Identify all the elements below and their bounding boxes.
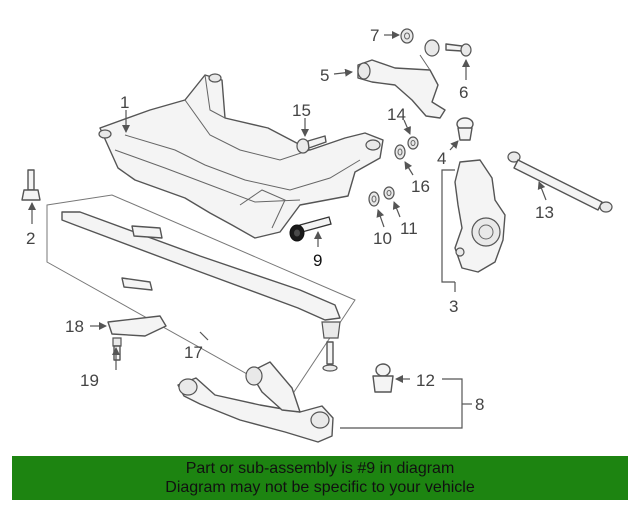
callout-1[interactable]: 1 (120, 93, 129, 112)
callout-5[interactable]: 5 (320, 66, 329, 85)
washer-11-part[interactable] (383, 186, 395, 200)
callout-7[interactable]: 7 (370, 26, 379, 45)
bolt-2-part[interactable] (21, 169, 41, 201)
ball-joint-4-part[interactable] (456, 117, 474, 141)
stabilizer-bar-part[interactable] (61, 211, 341, 372)
bolt-19-part[interactable] (112, 337, 122, 361)
lower-control-arm-part[interactable] (177, 361, 334, 443)
bolt-6-part[interactable] (445, 43, 472, 57)
washer-14-part[interactable] (407, 136, 419, 150)
upper-control-arm-part[interactable] (357, 39, 446, 119)
callout-16[interactable]: 16 (411, 177, 430, 196)
callout-15[interactable]: 15 (292, 101, 311, 120)
callout-13[interactable]: 13 (535, 203, 554, 222)
banner-line-disclaimer: Diagram may not be specific to your vehi… (165, 479, 475, 496)
callout-6[interactable]: 6 (459, 83, 468, 102)
lateral-link-part[interactable] (507, 151, 613, 213)
washer-16-part[interactable] (394, 144, 406, 160)
bolt-15-part[interactable] (296, 135, 327, 154)
callout-11[interactable]: 11 (400, 219, 418, 238)
subframe-part[interactable] (98, 73, 384, 239)
bracket-18-part[interactable] (107, 315, 167, 337)
callout-4[interactable]: 4 (437, 149, 446, 168)
callout-18[interactable]: 18 (65, 317, 84, 336)
stabilizer-panel-outline (46, 194, 356, 399)
nut-7-part[interactable] (400, 28, 414, 44)
callout-10[interactable]: 10 (373, 229, 392, 248)
callout-12[interactable]: 12 (416, 371, 435, 390)
part-info-banner: Part or sub-assembly is #9 in diagram Di… (12, 456, 628, 500)
steering-knuckle-part[interactable] (454, 159, 506, 273)
callout-labels: 1 2 3 4 5 6 7 8 9 10 11 12 13 14 15 16 1… (26, 26, 554, 414)
banner-line-part-number: Part or sub-assembly is #9 in diagram (185, 460, 455, 477)
ball-joint-12-part[interactable] (372, 363, 394, 393)
bolt-9-highlighted[interactable] (289, 216, 332, 242)
callout-8[interactable]: 8 (475, 395, 484, 414)
callout-2[interactable]: 2 (26, 229, 35, 248)
callout-19[interactable]: 19 (80, 371, 99, 390)
callout-9-highlighted[interactable]: 9 (313, 251, 322, 270)
callout-17[interactable]: 17 (184, 343, 203, 362)
parts-diagram: 1 2 3 4 5 6 7 8 9 10 11 12 13 14 15 16 1… (21, 26, 613, 443)
washer-10-part[interactable] (368, 191, 380, 207)
callout-3[interactable]: 3 (449, 297, 458, 316)
callout-14[interactable]: 14 (387, 105, 406, 124)
leader-lines (28, 31, 547, 429)
